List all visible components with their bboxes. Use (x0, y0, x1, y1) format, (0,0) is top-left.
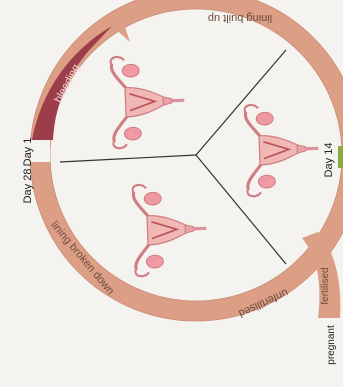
label-pregnant: pregnant (326, 325, 337, 365)
label-lining-built-up: lining built up (208, 12, 272, 24)
label-day-28: Day 28 (22, 169, 34, 204)
label-day-1: Day 1 (22, 138, 34, 167)
divider-bottom (196, 155, 286, 264)
label-lining-broken-down: lining broken down (48, 219, 116, 297)
uterus-illustration-unfertilised (132, 183, 207, 277)
ovulation-marker (338, 146, 343, 168)
uterus-illustration-day14 (244, 103, 319, 197)
uterus-illustration-bleeding (110, 55, 185, 149)
divider-left (60, 155, 196, 162)
label-day-14: Day 14 (323, 143, 335, 178)
label-fertilised: fertilised (320, 267, 331, 304)
